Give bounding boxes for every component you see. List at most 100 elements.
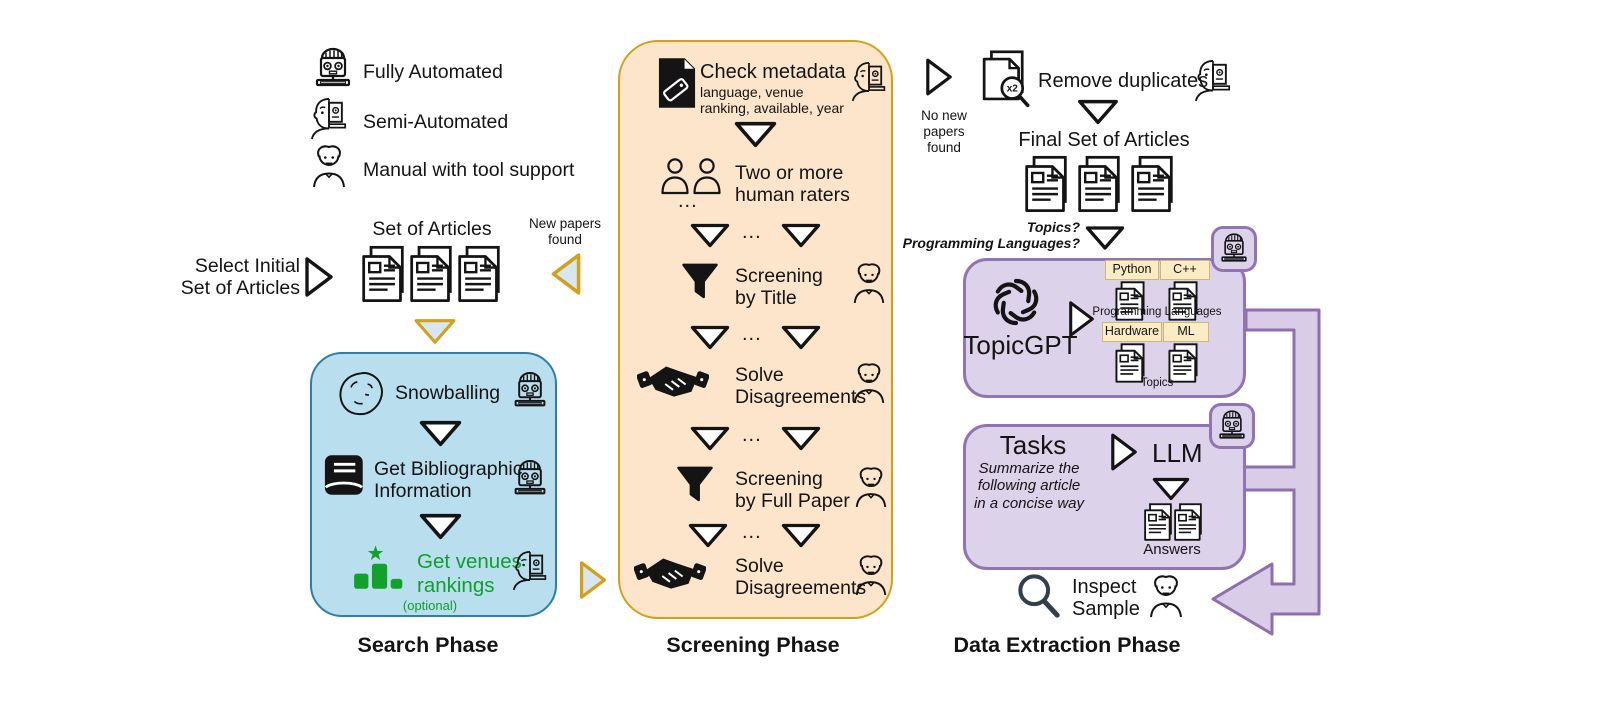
half-robot-icon xyxy=(309,96,349,140)
tasks-label: Tasks xyxy=(999,430,1067,460)
llm-label: LLM xyxy=(1152,438,1203,468)
flow-down-arrow xyxy=(733,121,778,148)
flow-down-arrow xyxy=(688,325,732,350)
legend-manual-label: Manual with tool support xyxy=(363,159,575,181)
flow-down-arrow xyxy=(1077,99,1119,125)
funnel-icon xyxy=(681,262,719,304)
flow-down-arrow xyxy=(688,426,732,451)
snowballing-label: Snowballing xyxy=(395,382,501,404)
venue-rankings-icon xyxy=(350,545,410,595)
person-icon xyxy=(850,362,888,404)
flow-down-arrow xyxy=(779,523,823,548)
flow-ellipsis: ... xyxy=(742,221,762,243)
legend-semi-automated-label: Semi-Automated xyxy=(363,111,509,133)
flow-down-arrow xyxy=(688,223,732,248)
article-doc-icon xyxy=(1129,155,1175,213)
human-raters-label: Two or more human raters xyxy=(735,162,850,206)
answer-doc-icon xyxy=(1172,503,1204,541)
tag-cpp: C++ xyxy=(1160,260,1210,280)
flow-down-arrow xyxy=(686,523,730,548)
tag-python: Python xyxy=(1105,260,1159,280)
check-metadata-label: Check metadata xyxy=(700,61,846,83)
article-doc-icon xyxy=(1023,155,1069,213)
flow-ellipsis: ... xyxy=(742,424,762,446)
task-prompt-text: Summarize the following article in a con… xyxy=(973,460,1085,512)
legend-fully-automated-label: Fully Automated xyxy=(363,61,503,83)
flow-down-arrow xyxy=(418,513,463,540)
robot-badge xyxy=(1211,226,1257,272)
flow-right-arrow xyxy=(925,56,953,98)
inspect-sample-label: Inspect Sample xyxy=(1072,576,1140,620)
funnel-icon xyxy=(676,465,714,507)
final-set-label: Final Set of Articles xyxy=(1018,129,1190,151)
person-icon xyxy=(850,262,888,304)
flow-right-arrow xyxy=(303,256,335,298)
search-to-screening-arrow xyxy=(578,560,608,600)
robot-badge xyxy=(1209,403,1255,449)
half-robot-icon xyxy=(1193,58,1233,102)
no-new-papers-label: No new papers found xyxy=(921,108,967,155)
screening-by-full-paper-label: Screening by Full Paper xyxy=(735,468,850,512)
bibliographic-label: Get Bibliographic Information xyxy=(374,458,523,502)
topics-question-label: Topics? xyxy=(1026,219,1080,235)
robot-icon xyxy=(313,46,353,92)
tag-hardware: Hardware xyxy=(1102,322,1162,342)
flow-right-arrow xyxy=(1068,298,1095,340)
answer-doc-icon xyxy=(1142,503,1174,541)
new-papers-left-arrow xyxy=(550,252,582,296)
programming-languages-group-label: Programming Languages xyxy=(1092,306,1222,318)
answers-label: Answers xyxy=(1143,541,1201,558)
new-papers-found-label: New papers found xyxy=(528,216,602,247)
robot-icon xyxy=(1219,232,1249,266)
flow-down-arrow xyxy=(779,223,823,248)
topics-group-label: Topics xyxy=(1140,377,1174,389)
venues-rankings-label: Get venues rankings xyxy=(417,550,522,597)
metadata-tag-doc-icon xyxy=(656,56,698,110)
article-doc-icon xyxy=(360,245,406,303)
tag-ml: ML xyxy=(1163,322,1209,342)
flow-down-arrow xyxy=(779,325,823,350)
half-robot-icon xyxy=(850,60,888,102)
person-icon xyxy=(1146,574,1186,618)
select-initial-label: Select Initial Set of Articles xyxy=(180,255,300,299)
optional-note: (optional) xyxy=(402,598,458,613)
handshake-icon xyxy=(637,361,709,407)
handshake-icon xyxy=(634,553,706,599)
remove-duplicates-label: Remove duplicates xyxy=(1038,70,1209,92)
person-icon xyxy=(309,144,349,188)
robot-icon xyxy=(512,458,548,500)
flow-ellipsis: ... xyxy=(742,323,762,345)
more-raters-ellipsis: ... xyxy=(678,190,698,212)
article-doc-icon xyxy=(1076,155,1122,213)
set-of-articles-label: Set of Articles xyxy=(372,218,492,240)
tasks-box xyxy=(963,424,1246,570)
data-extraction-phase-label: Data Extraction Phase xyxy=(953,633,1181,657)
robot-icon xyxy=(512,370,548,412)
screening-phase-label: Screening Phase xyxy=(666,633,840,657)
snowball-icon xyxy=(337,370,385,418)
flow-down-arrow xyxy=(1085,224,1125,252)
topicgpt-label: TopicGPT xyxy=(963,330,1078,360)
screening-by-title-label: Screening by Title xyxy=(735,265,823,309)
metadata-sub-label: language, venue ranking, available, year xyxy=(700,84,844,117)
flow-ellipsis: ... xyxy=(742,521,762,543)
flow-right-arrow xyxy=(1110,430,1138,474)
flow-down-arrow-orange xyxy=(412,318,458,345)
openai-logo-icon xyxy=(988,274,1044,330)
person-icon xyxy=(852,466,890,508)
solve-disagreements-label: Solve Disagreements xyxy=(735,364,867,408)
article-doc-icon xyxy=(456,245,502,303)
solve-disagreements-label: Solve Disagreements xyxy=(735,555,867,599)
flow-down-arrow xyxy=(1152,476,1190,502)
search-phase-label: Search Phase xyxy=(357,633,499,657)
article-doc-icon xyxy=(408,245,454,303)
flow-down-arrow xyxy=(779,426,823,451)
book-icon xyxy=(320,453,366,497)
half-robot-icon xyxy=(511,549,549,591)
person-icon xyxy=(852,554,890,596)
magnifier-icon xyxy=(1016,572,1062,620)
flow-down-arrow xyxy=(418,420,463,447)
duplicate-docs-icon xyxy=(978,50,1032,108)
feedback-pipe-arrow xyxy=(1211,308,1321,636)
